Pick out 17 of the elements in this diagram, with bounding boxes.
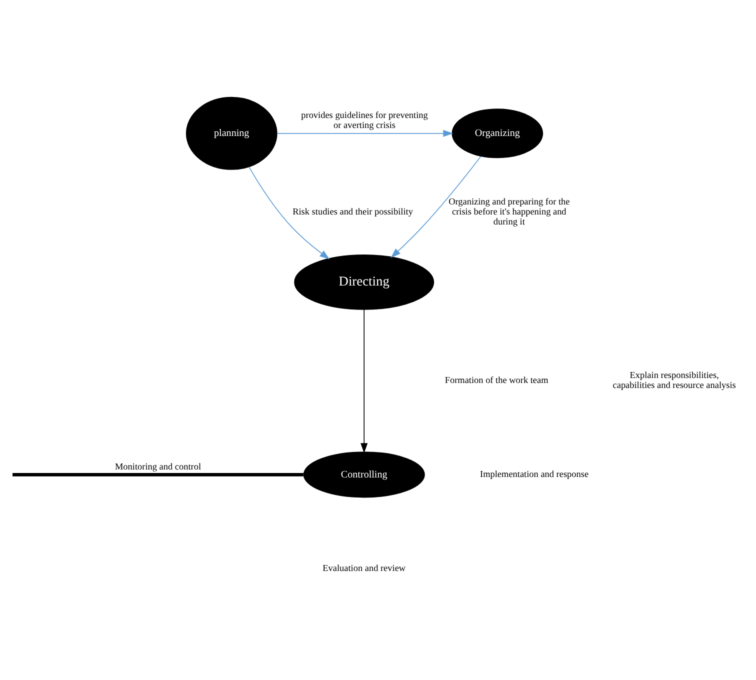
arrow bbox=[276, 129, 454, 136]
arrow bbox=[360, 308, 368, 453]
node-ellipse: Directing bbox=[294, 254, 434, 310]
edge-label: provides guidelines for preventing or averting crisis bbox=[301, 110, 428, 130]
label: Explain responsibilities, capabilities and resource analysis bbox=[612, 370, 736, 390]
arrow bbox=[248, 166, 330, 259]
edge-label: Organizing and preparing for the crisis before it's happening and during it bbox=[448, 196, 570, 226]
connector bbox=[12, 472, 304, 476]
node-ellipse: planning bbox=[186, 96, 278, 170]
edge-label: Monitoring and control bbox=[114, 460, 202, 471]
node-ellipse: Organizing bbox=[452, 108, 544, 158]
edge-label: Risk studies and their possibility bbox=[292, 206, 413, 216]
arrow bbox=[390, 155, 482, 258]
label: Evaluation and review bbox=[322, 562, 406, 572]
node-ellipse: Controlling bbox=[303, 451, 425, 498]
label: Implementation and response bbox=[480, 468, 589, 478]
label: Formation of the work team bbox=[444, 374, 548, 385]
